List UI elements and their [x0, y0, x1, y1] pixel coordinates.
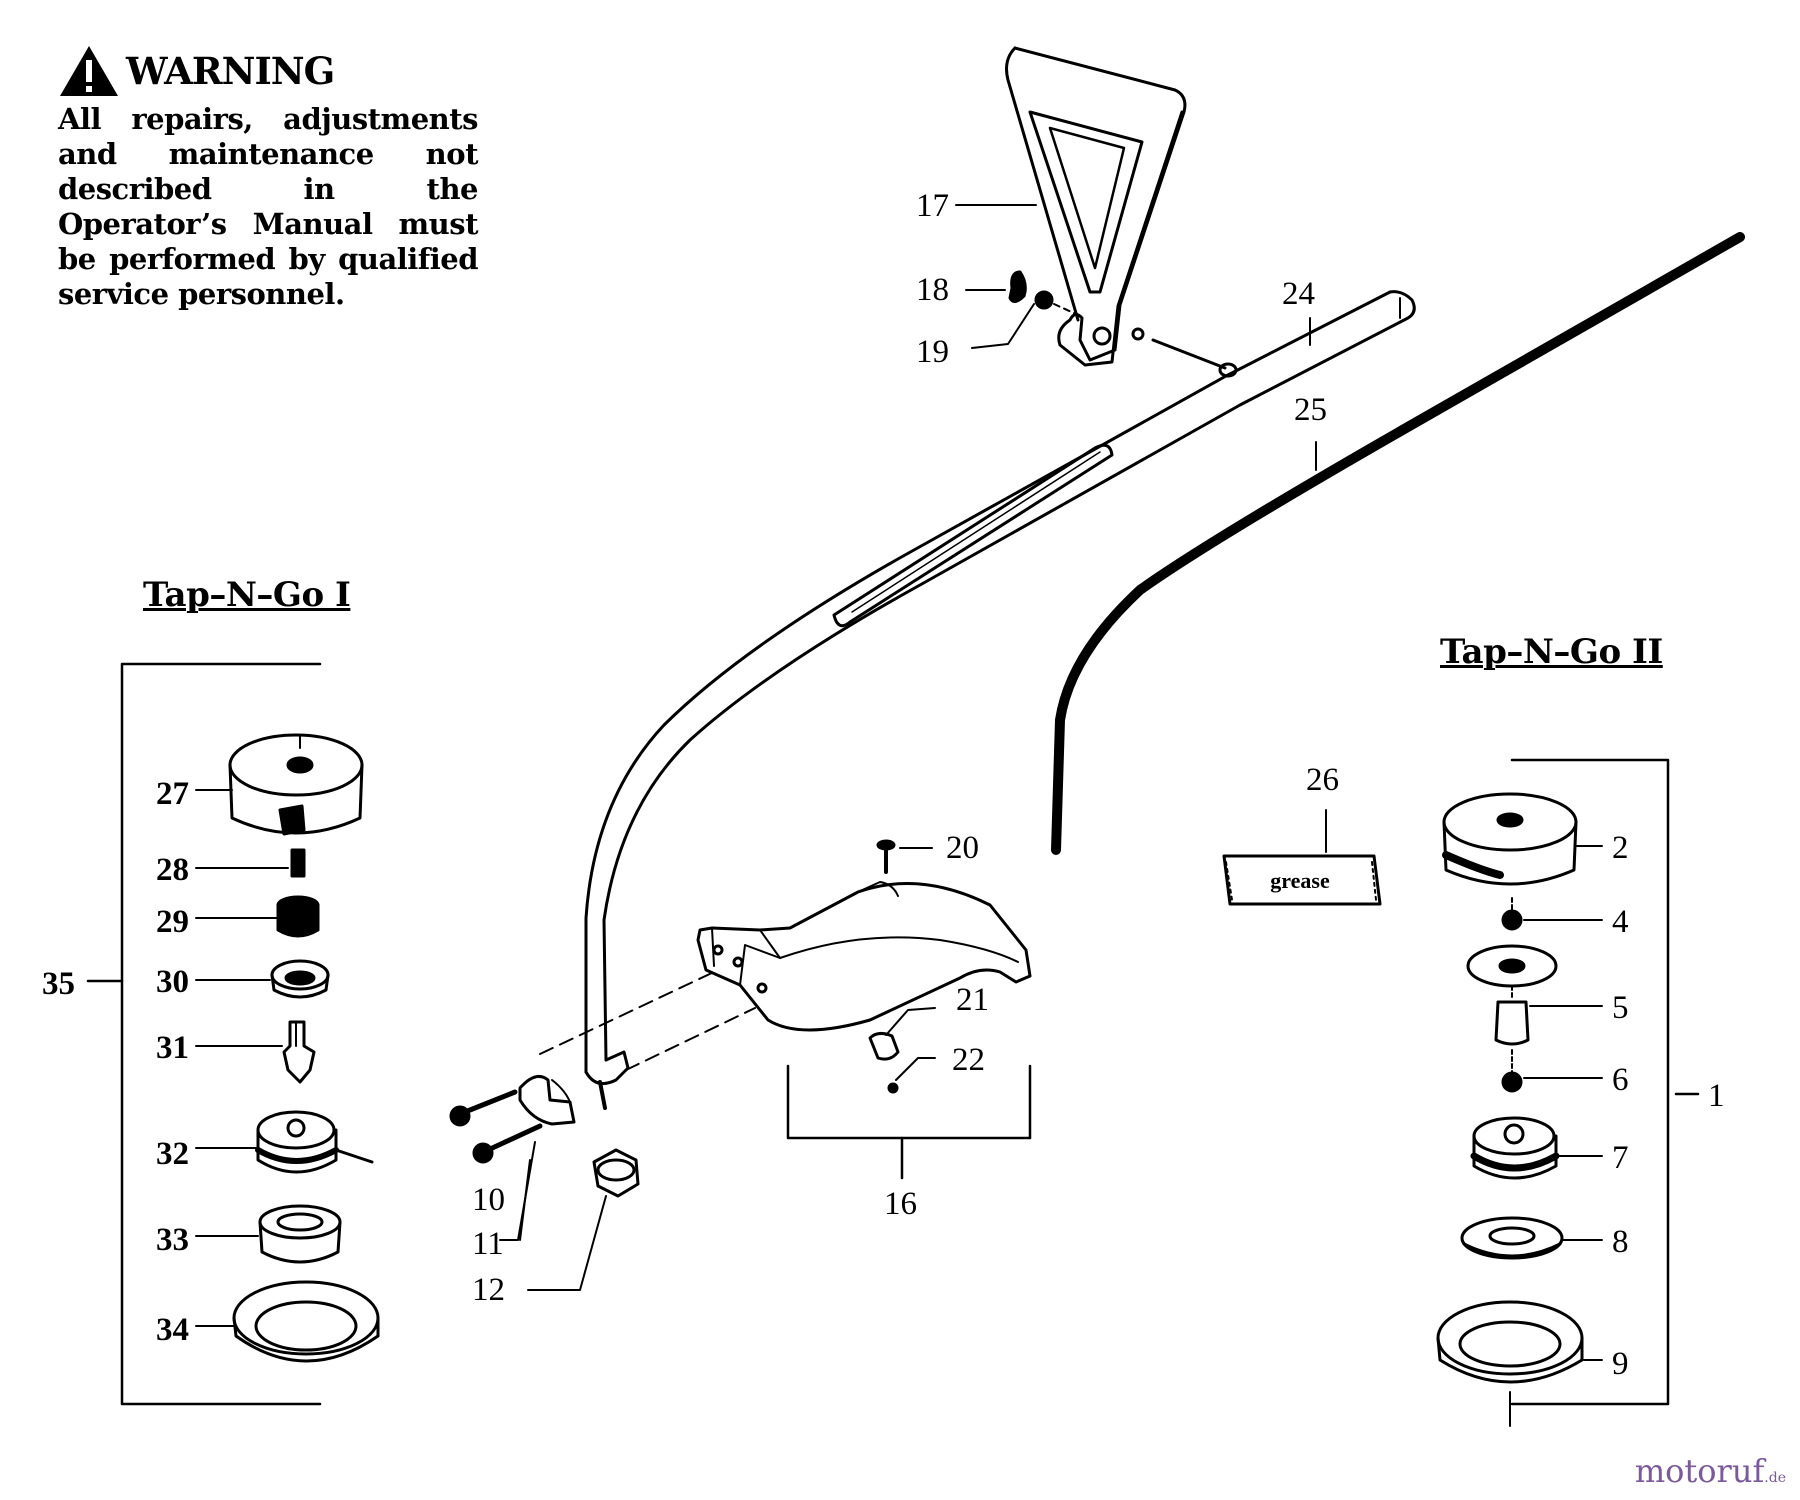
label-12: 12: [472, 1272, 505, 1308]
watermark-main: motoruf: [1634, 1452, 1765, 1490]
label-24: 24: [1282, 276, 1315, 312]
label-16: 16: [884, 1186, 917, 1222]
clamp-assembly: [451, 922, 820, 1290]
section-title-tap-n-go-1: Tap–N–Go I: [143, 575, 351, 615]
label-35: 35: [42, 966, 75, 1002]
label-8: 8: [1612, 1224, 1629, 1260]
label-32: 32: [156, 1136, 189, 1172]
label-27: 27: [156, 776, 189, 812]
label-6: 6: [1612, 1062, 1629, 1098]
warning-text: All repairs, adjustments and maintenance…: [58, 102, 479, 311]
label-21: 21: [956, 982, 989, 1018]
warning-title: WARNING: [126, 49, 335, 93]
label-34: 34: [156, 1312, 189, 1348]
label-11: 11: [472, 1226, 504, 1262]
tap-n-go-2-parts: [1438, 760, 1698, 1426]
label-7: 7: [1612, 1140, 1629, 1176]
label-20: 20: [946, 830, 979, 866]
warning-title-row: WARNING: [58, 44, 478, 98]
label-31: 31: [156, 1030, 189, 1066]
shaft-assembly: [586, 292, 1414, 1108]
label-25: 25: [1294, 392, 1327, 428]
tap-n-go-1-parts: [88, 664, 378, 1404]
label-26: 26: [1306, 762, 1339, 798]
warning-triangle-icon: [60, 46, 118, 96]
label-2: 2: [1612, 830, 1629, 866]
label-29: 29: [156, 904, 189, 940]
decal-strip: [834, 445, 1112, 625]
label-4: 4: [1612, 904, 1629, 940]
label-9: 9: [1612, 1346, 1629, 1382]
label-19: 19: [916, 334, 949, 370]
label-18: 18: [916, 272, 949, 308]
label-1: 1: [1708, 1078, 1725, 1114]
label-17: 17: [916, 188, 949, 224]
watermark-logo: motoruf.de: [1635, 1452, 1786, 1490]
label-30: 30: [156, 964, 189, 1000]
section-title-tap-n-go-2: Tap–N–Go II: [1440, 632, 1663, 672]
label-22: 22: [952, 1042, 985, 1078]
part-labels: 17 18 19 24 25 26 20 21 22 16 10 11 12 2…: [42, 188, 1725, 1382]
watermark-suffix: .de: [1764, 1470, 1786, 1486]
warning-block: WARNING All repairs, adjustments and mai…: [58, 44, 479, 312]
label-10: 10: [472, 1182, 505, 1218]
grease-text: grease: [1270, 868, 1330, 893]
handle-assembly: [956, 48, 1236, 376]
flex-cable: [1056, 237, 1740, 850]
label-5: 5: [1612, 990, 1629, 1026]
guard-assembly: [698, 841, 1030, 1178]
grease-packet: [1224, 810, 1380, 904]
label-28: 28: [156, 852, 189, 888]
label-33: 33: [156, 1222, 189, 1258]
